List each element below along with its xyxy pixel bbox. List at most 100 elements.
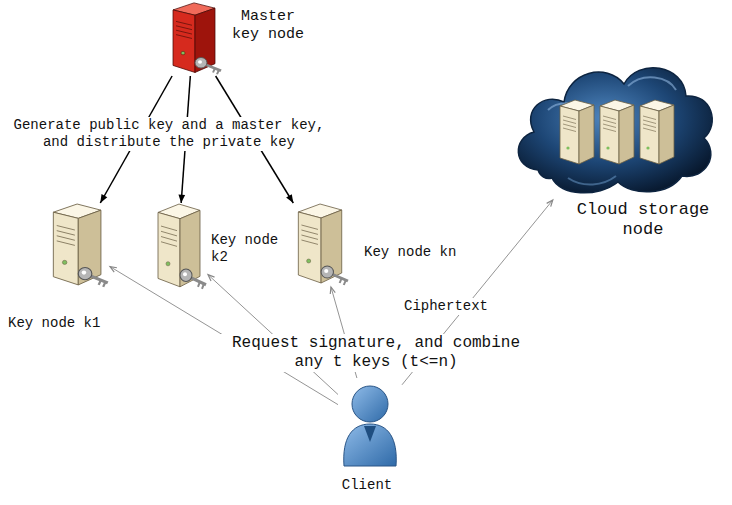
note-label: Request signature, and combine any t key…	[218, 334, 534, 372]
note-label: Generate public key and a master key, an…	[8, 117, 330, 151]
icon-part	[603, 128, 616, 132]
icon-part	[183, 272, 187, 276]
icon-part	[619, 105, 634, 164]
icon-part	[99, 280, 101, 285]
icon-part	[640, 106, 659, 164]
icon-part	[198, 282, 200, 287]
icon-part	[181, 51, 185, 55]
arrow-head	[110, 267, 117, 273]
icon-part	[643, 116, 656, 120]
icon-part	[321, 210, 342, 283]
icon-part	[298, 212, 321, 283]
key-server: Key node k2	[148, 203, 208, 291]
icon-part	[603, 116, 616, 120]
icon-part	[307, 259, 311, 263]
key-server: Key node kn	[288, 203, 350, 287]
icon-part	[364, 426, 376, 442]
arrow-head	[547, 200, 553, 207]
master-server: Master key node	[163, 2, 223, 76]
icon-part	[603, 120, 616, 124]
icon-part	[161, 231, 177, 236]
icon-part	[176, 35, 192, 39]
icon-part	[195, 58, 207, 69]
icon-part	[57, 241, 75, 246]
icon-part	[103, 282, 105, 287]
icon-part	[213, 68, 215, 72]
icon-part	[563, 128, 576, 132]
arrow-head	[330, 287, 335, 294]
icon-part	[643, 120, 656, 124]
icon-part	[180, 269, 192, 282]
icon-part	[57, 226, 75, 231]
node-label: Master key node	[228, 8, 308, 44]
server-icon	[288, 203, 350, 287]
icon-part	[202, 284, 204, 289]
icon-part	[324, 269, 328, 273]
icon-part	[180, 210, 200, 286]
arrow-head	[100, 194, 107, 203]
icon-part	[643, 124, 656, 128]
icon-part	[176, 26, 192, 30]
icon-part	[82, 271, 87, 275]
icon-part	[57, 236, 75, 241]
server-icon	[148, 203, 208, 291]
icon-part	[57, 231, 75, 236]
icon-part	[340, 278, 342, 283]
arrow-head	[178, 194, 185, 203]
icon-part	[560, 106, 579, 164]
icon-part	[600, 106, 619, 164]
icon-part	[301, 235, 318, 239]
icon-part	[173, 10, 195, 73]
icon-part	[53, 212, 78, 285]
icon-part	[166, 262, 170, 266]
node-label: Key node k2	[211, 232, 291, 266]
icon-part	[628, 77, 676, 90]
icon-part	[344, 424, 397, 466]
node-label: Key node k1	[8, 315, 138, 332]
icon-part	[579, 105, 594, 164]
icon-part	[78, 268, 92, 280]
icon-part	[603, 124, 616, 128]
icon-part	[78, 210, 101, 285]
icon-part	[195, 8, 215, 72]
icon-part	[321, 266, 333, 278]
client-user: Client	[338, 378, 402, 470]
edge-label: Ciphertext	[402, 298, 490, 315]
icon-part	[352, 386, 388, 422]
icon-part	[568, 176, 616, 185]
icon-part	[563, 116, 576, 120]
icon-part	[301, 230, 318, 234]
icon-part	[176, 30, 192, 34]
icon-part	[161, 237, 177, 242]
node-label: Client	[330, 477, 404, 494]
icon-part	[161, 226, 177, 231]
icon-part	[563, 124, 576, 128]
cloud-storage: Cloud storage node	[508, 50, 720, 200]
arrow-head	[208, 275, 215, 281]
node-label: Cloud storage node	[560, 200, 726, 241]
node-label: Key node kn	[364, 244, 484, 261]
icon-part	[566, 146, 569, 149]
icon-part	[176, 21, 192, 25]
icon-part	[646, 146, 649, 149]
icon-part	[301, 240, 318, 244]
icon-part	[217, 70, 219, 74]
server-icon	[42, 203, 110, 289]
icon-part	[344, 280, 346, 285]
icon-part	[659, 105, 674, 164]
icon-part	[643, 128, 656, 132]
icon-part	[158, 212, 180, 286]
icon-part	[62, 260, 67, 264]
icon-part	[301, 225, 318, 229]
server-icon	[163, 2, 223, 76]
icon-part	[563, 120, 576, 124]
icon-part	[198, 60, 202, 64]
user-icon	[338, 378, 402, 470]
icon-part	[161, 242, 177, 247]
key-server: Key node k1	[42, 203, 110, 289]
icon-part	[606, 146, 609, 149]
cloud-icon	[508, 50, 720, 200]
icon-part	[518, 68, 712, 193]
arrow-head	[286, 194, 293, 203]
